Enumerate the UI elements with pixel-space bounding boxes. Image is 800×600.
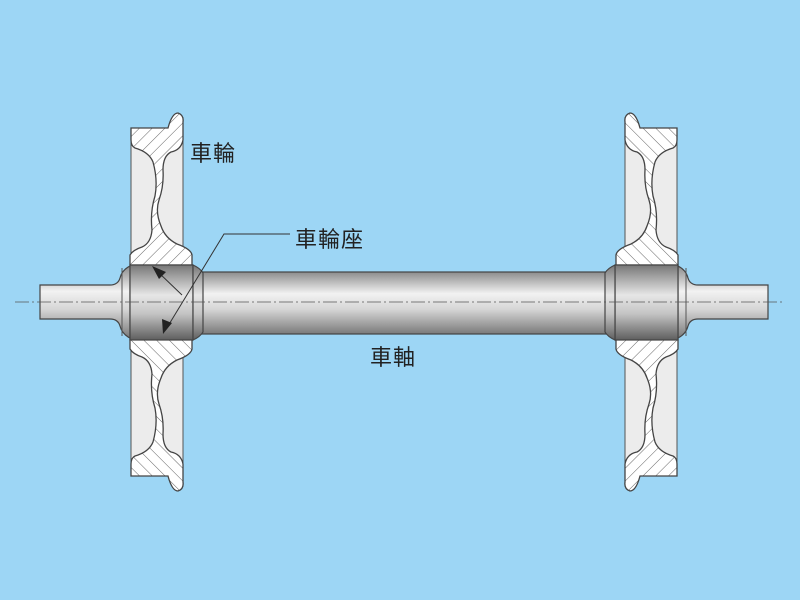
axle-label: 車軸 (370, 346, 417, 371)
wheel-seat-label: 車輪座 (295, 228, 365, 253)
axle-body (199, 271, 609, 335)
wheel-label: 車輪 (190, 142, 237, 167)
axle-left-end (39, 264, 204, 341)
arrow-head-icon (162, 319, 172, 334)
axle-right-end (604, 264, 769, 341)
arrow-head-icon (152, 266, 166, 279)
